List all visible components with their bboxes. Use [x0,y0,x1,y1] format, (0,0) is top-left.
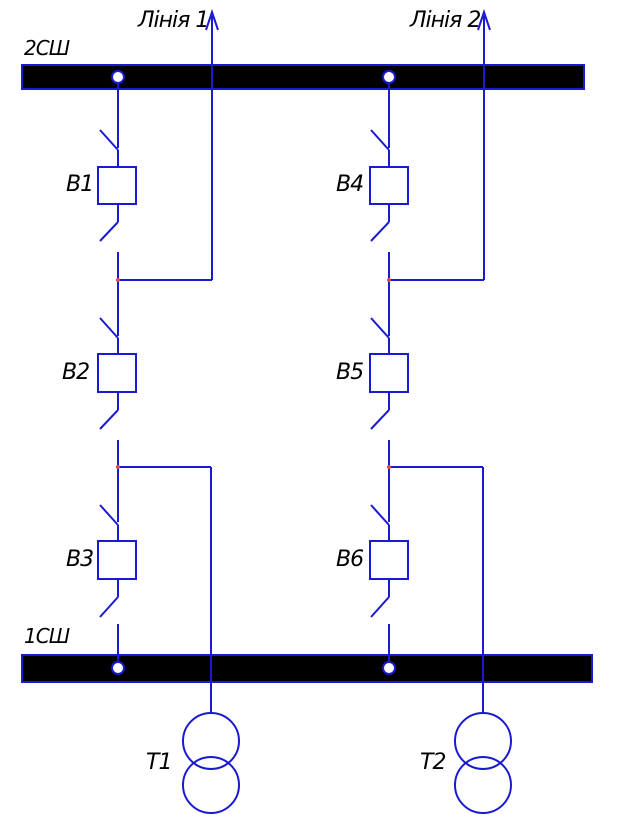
switch-blade-b3-upper [99,504,119,526]
switch-blade-b3-lower [99,596,119,618]
transformer-t1-winding-2 [182,756,240,814]
line2-label: Лінія 2 [410,8,481,33]
breaker-box-b2 [97,353,137,393]
transformer-t1-label: T1 [146,750,172,775]
transformer-t2-winding-2 [454,756,512,814]
breaker-box-b1 [97,166,137,205]
line1-label: Лінія 1 [138,8,209,33]
bus-bar-lower [21,654,593,683]
bus-lower-label: 1СШ [24,624,70,648]
transformer-t1-winding-1 [182,712,240,770]
arrow-line2 [477,8,491,31]
breaker-b2-label: B2 [62,360,90,385]
junction-t1 [116,465,120,469]
arrow-line1 [205,8,219,31]
breaker-b4-label: B4 [336,172,364,197]
bus-upper-label: 2СШ [24,36,70,60]
switch-blade-b4-lower [370,221,390,242]
bus-node-upper-left [111,70,125,84]
breaker-b5-label: B5 [336,360,364,385]
bus-node-lower-left [111,661,125,675]
junction-line1 [116,278,120,282]
junction-line2 [387,278,391,282]
transformer-t2-winding-1 [454,712,512,770]
switch-blade-b1-lower [99,221,119,242]
breaker-b1-label: B1 [66,172,94,197]
breaker-box-b4 [369,166,409,205]
switch-blade-b2-upper [99,317,119,339]
switch-blade-b2-lower [99,409,119,430]
breaker-box-b5 [369,353,409,393]
switch-blade-b4-upper [370,129,390,151]
switch-blade-b1-upper [99,129,119,151]
switch-blade-b5-lower [370,409,390,430]
bus-node-upper-right [382,70,396,84]
switch-blade-b5-upper [370,317,390,339]
bus-node-lower-right [382,661,396,675]
breaker-b6-label: B6 [336,547,364,572]
breaker-box-b3 [97,540,137,580]
transformer-t2-label: T2 [420,750,446,775]
bus-bar-upper [21,64,585,90]
junction-t2 [387,465,391,469]
breaker-box-b6 [369,540,409,580]
switch-blade-b6-upper [370,504,390,526]
breaker-b3-label: B3 [66,547,94,572]
switch-blade-b6-lower [370,596,390,618]
